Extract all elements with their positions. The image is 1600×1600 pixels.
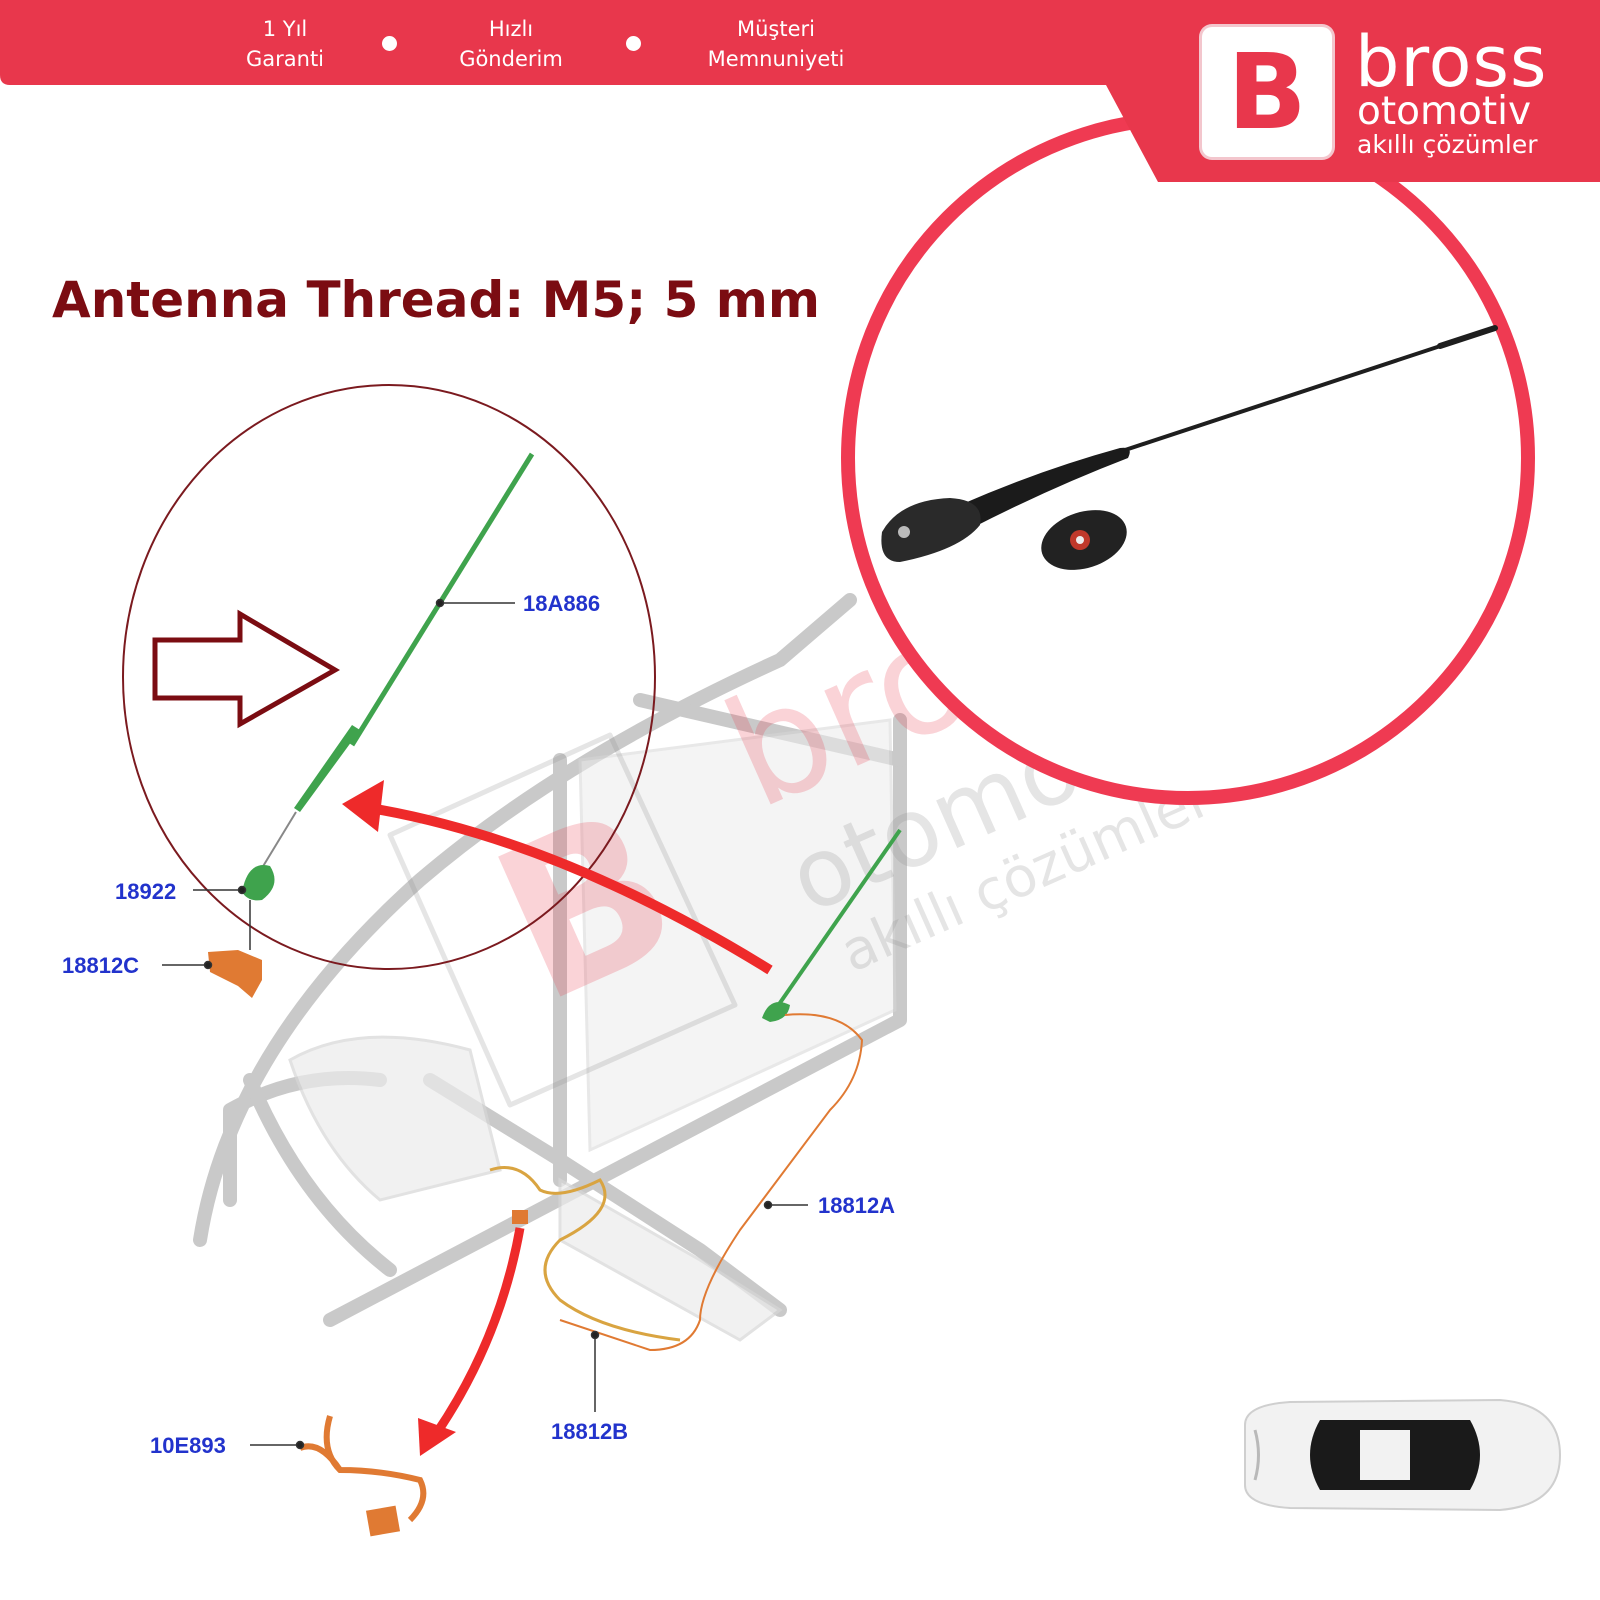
benefit-shipping-line1: Hızlı xyxy=(488,17,534,41)
brand-logo-letter: B xyxy=(1227,31,1307,153)
wiring-adapter-cable-branch xyxy=(298,1443,343,1472)
leader-harness-dot xyxy=(590,1330,600,1340)
product-antenna-screw xyxy=(898,526,910,538)
part-label-harness: 18812B xyxy=(551,1419,628,1444)
page-title: Antenna Thread: M5; 5 mm xyxy=(52,271,820,329)
leader-connector-dot xyxy=(203,960,213,970)
benefit-separator-dot xyxy=(626,36,641,51)
brand-subname: otomotiv xyxy=(1357,89,1532,134)
part-label-cable: 18812A xyxy=(818,1193,895,1218)
product-antenna-base xyxy=(881,498,981,562)
red-arrow-to-adapter xyxy=(432,1227,525,1437)
benefit-warranty-line2: Garanti xyxy=(245,47,325,71)
red-arrow-to-adapter-head xyxy=(418,1418,456,1456)
leader-adapter-dot xyxy=(295,1440,305,1450)
wiring-adapter-plug xyxy=(365,1505,401,1537)
vehicle-antenna-rod xyxy=(773,828,902,1012)
benefit-warranty-line1: 1 Yıl xyxy=(262,17,308,41)
product-antenna xyxy=(881,325,1498,570)
red-arrow-to-detail-head xyxy=(342,780,384,832)
benefit-satisfaction-line2: Memnuniyeti xyxy=(707,47,845,71)
benefit-satisfaction: Müşteri Memnuniyeti xyxy=(676,14,876,74)
leader-base-dot xyxy=(237,885,247,895)
product-antenna-whip-tip xyxy=(1437,325,1498,349)
detail-antenna-mast xyxy=(294,725,360,812)
product-antenna-gasket-center xyxy=(1076,536,1084,544)
harness-connector-block xyxy=(512,1210,528,1224)
leader-cable-dot xyxy=(763,1200,773,1210)
detail-antenna-thread xyxy=(261,811,297,869)
benefit-satisfaction-line1: Müşteri xyxy=(737,17,815,41)
product-antenna-mast xyxy=(960,447,1130,528)
benefit-shipping-line2: Gönderim xyxy=(459,47,563,71)
part-label-rod: 18A886 xyxy=(523,591,600,616)
pointer-arrow-outline xyxy=(152,609,340,729)
leader-rod-dot xyxy=(435,598,445,608)
vehicle-antenna-base xyxy=(762,1001,790,1022)
part-label-connector: 18812C xyxy=(62,953,139,978)
wiring-adapter-cable xyxy=(323,1415,427,1523)
detail-antenna-base xyxy=(242,865,275,901)
car-top-view-icon xyxy=(1244,1398,1562,1512)
benefit-shipping: Hızlı Gönderim xyxy=(411,14,611,74)
detail-connector xyxy=(208,950,262,998)
product-photo-frame xyxy=(841,111,1535,805)
antenna-cable-route xyxy=(559,1013,864,1352)
red-arrow-to-detail xyxy=(369,803,773,975)
product-antenna-whip xyxy=(1108,326,1497,457)
part-label-base: 18922 xyxy=(115,879,176,904)
watermark-logo-shape xyxy=(387,732,738,1108)
brand-logo-badge: B xyxy=(1202,27,1332,157)
brand-name: bross xyxy=(1355,21,1548,103)
brand-tagline: akıllı çözümler xyxy=(1357,130,1538,159)
detail-callout-circle xyxy=(122,384,656,970)
wiring-harness xyxy=(489,1166,681,1342)
part-label-adapter: 10E893 xyxy=(150,1433,226,1458)
benefit-separator-dot xyxy=(382,36,397,51)
benefit-warranty: 1 Yıl Garanti xyxy=(185,14,385,74)
vehicle-panels xyxy=(288,718,897,1342)
